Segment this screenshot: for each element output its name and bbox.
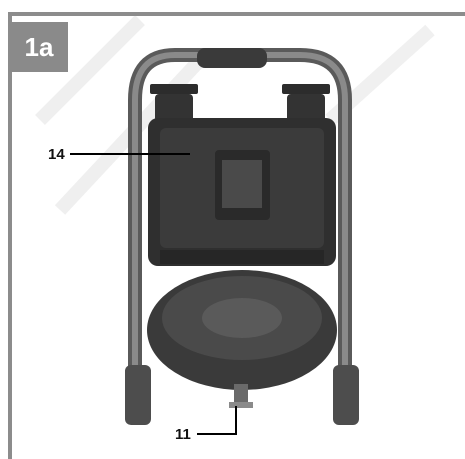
top-fittings xyxy=(150,84,330,122)
frame-border-left xyxy=(8,12,12,459)
motor-housing xyxy=(148,118,336,266)
feet xyxy=(125,365,359,425)
callout-14-label: 14 xyxy=(48,146,65,163)
drain-valve xyxy=(229,384,253,408)
air-tank xyxy=(147,270,337,390)
figure-badge: 1a xyxy=(10,22,68,72)
frame-border-top xyxy=(8,12,465,16)
handle-frame xyxy=(128,48,352,397)
handle-grip xyxy=(197,48,267,68)
callout-11-label: 11 xyxy=(175,426,191,443)
leader-lines xyxy=(70,153,237,435)
